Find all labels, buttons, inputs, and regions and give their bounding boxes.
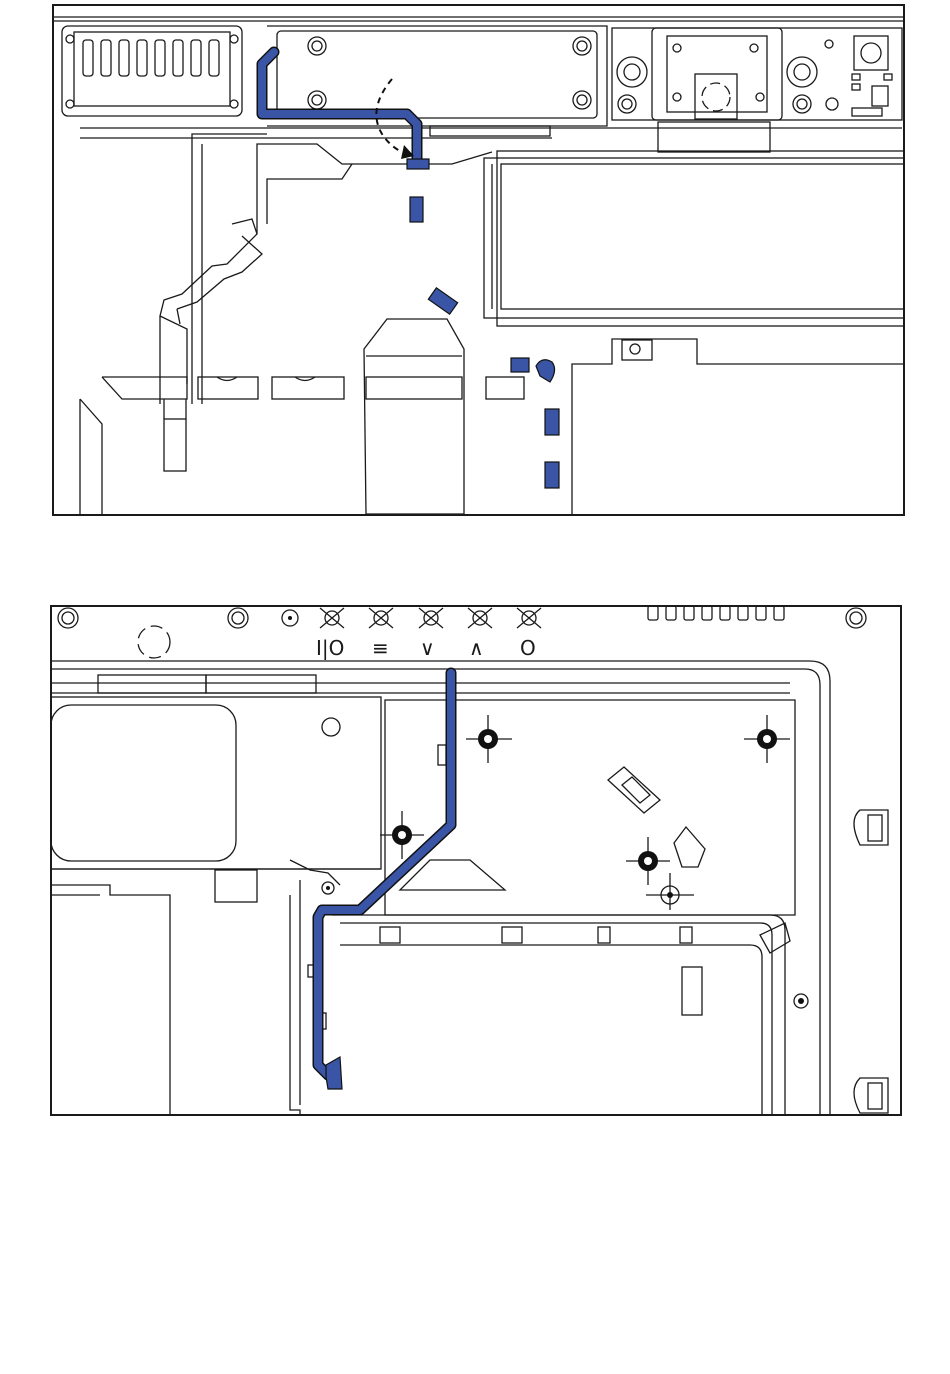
menu-button-label: ≡ <box>372 636 389 660</box>
screw-hole-icon <box>846 608 866 628</box>
down-button: ∨ <box>419 608 443 660</box>
cable-clip <box>545 462 559 488</box>
cable-clip <box>536 360 555 382</box>
screw-icon <box>573 37 591 55</box>
up-button-label: ∧ <box>469 636 484 660</box>
connector-pins <box>648 606 784 620</box>
power-button: I|O <box>316 608 344 660</box>
bottom-assembly-diagram: I|O ≡ ∨ ∧ O <box>50 605 902 1116</box>
screw-icon <box>573 91 591 109</box>
cable-clip <box>410 197 423 222</box>
down-button-label: ∨ <box>420 636 435 660</box>
up-button: ∧ <box>468 608 492 660</box>
mount-crosshair-icon <box>744 715 790 763</box>
cable-clip <box>511 358 529 372</box>
center-funnel <box>364 319 464 514</box>
input-button-label: O <box>520 636 536 660</box>
drive-module <box>484 151 904 326</box>
screw-hole-icon <box>228 608 248 628</box>
speaker-mount-icon <box>138 626 170 658</box>
slot-bracket <box>608 767 660 813</box>
screw-icon <box>308 91 326 109</box>
connector-block <box>612 28 902 152</box>
cable-clip <box>428 288 457 314</box>
top-frame <box>53 5 904 515</box>
right-hinge-top <box>854 810 888 845</box>
screw-hole-icon <box>58 608 78 628</box>
led-indicator-icon <box>282 610 298 626</box>
latch-bracket <box>674 827 705 867</box>
vent-grille-bracket <box>62 26 242 116</box>
input-button: O <box>517 608 541 660</box>
cable-connector <box>407 159 429 169</box>
screw-icon <box>794 994 808 1008</box>
screw-icon <box>322 882 334 894</box>
cross-rail <box>102 377 524 399</box>
top-assembly-diagram <box>52 4 905 516</box>
mount-crosshair-icon <box>626 837 670 885</box>
cable-connector <box>326 1057 342 1089</box>
cable-clip <box>545 409 559 435</box>
menu-button: ≡ <box>369 608 393 660</box>
mount-crosshair-icon <box>646 873 694 910</box>
display-module <box>51 697 381 869</box>
main-tray <box>332 700 795 1115</box>
mount-crosshair-icon <box>466 715 512 763</box>
screw-icon <box>308 37 326 55</box>
right-hinge-bottom <box>854 1078 888 1113</box>
power-button-label: I|O <box>316 636 344 660</box>
